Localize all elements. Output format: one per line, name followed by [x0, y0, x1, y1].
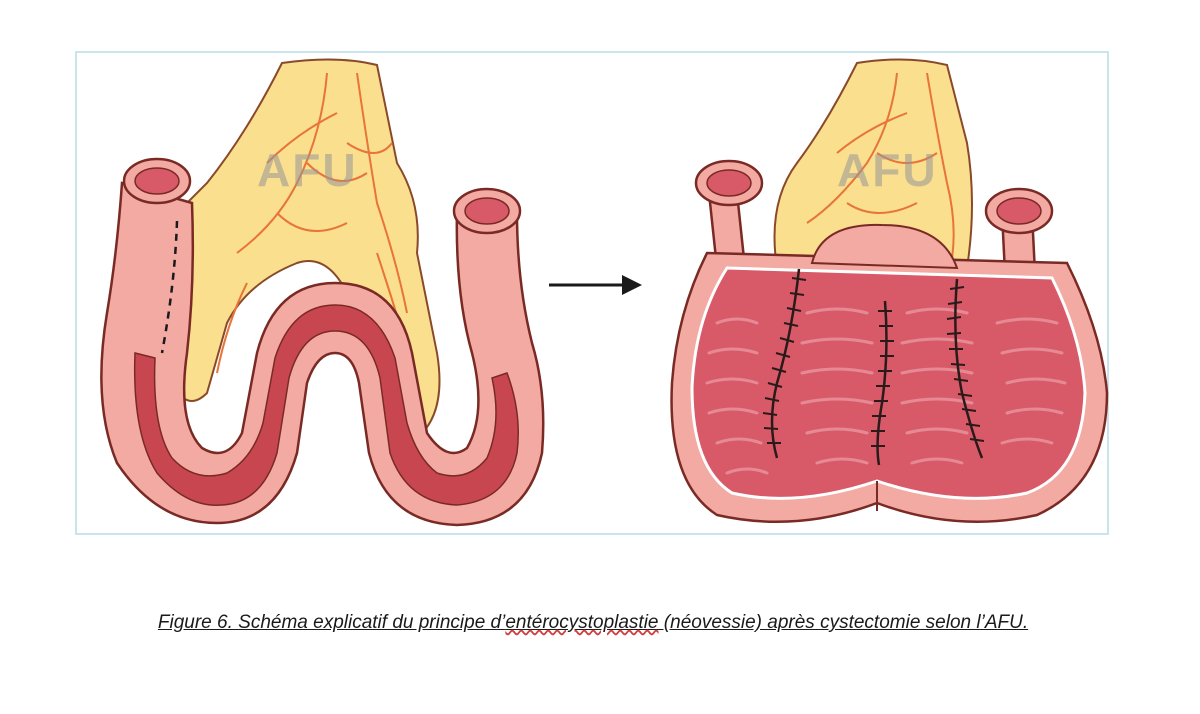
- bowel-loop-before: [100, 58, 545, 527]
- transformation-arrow: [549, 275, 642, 295]
- suture-left: [770, 268, 801, 459]
- suture-center: [876, 300, 888, 466]
- afu-watermark-left: AFU: [257, 144, 358, 196]
- bowel-lumen-left: [133, 304, 519, 506]
- mesenteric-vessels-right: [806, 72, 955, 259]
- suture-stitches: [762, 277, 985, 447]
- bowel-wall-left: [100, 181, 545, 527]
- neobladder-after: [670, 58, 1109, 523]
- incision-line: [160, 220, 179, 354]
- caption-flagged-word: entérocystoplastie: [505, 612, 659, 633]
- pouch-mucosa: [690, 266, 1087, 500]
- figure-caption: Figure 6. Schéma explicatif du principe …: [0, 612, 1186, 634]
- mesenteric-vessels-left: [216, 72, 418, 384]
- afu-watermark-right: AFU: [837, 144, 938, 196]
- caption-text-start: Figure 6. Schéma explicatif du principe …: [157, 612, 506, 633]
- diagram-canvas: [100, 58, 1109, 527]
- caption-text-end: (néovessie) après cystectomie selon l’AF…: [658, 612, 1029, 633]
- mucosal-folds: [705, 307, 1067, 475]
- pouch-dome: [810, 223, 959, 270]
- figure-frame: AFU AFU: [75, 51, 1109, 535]
